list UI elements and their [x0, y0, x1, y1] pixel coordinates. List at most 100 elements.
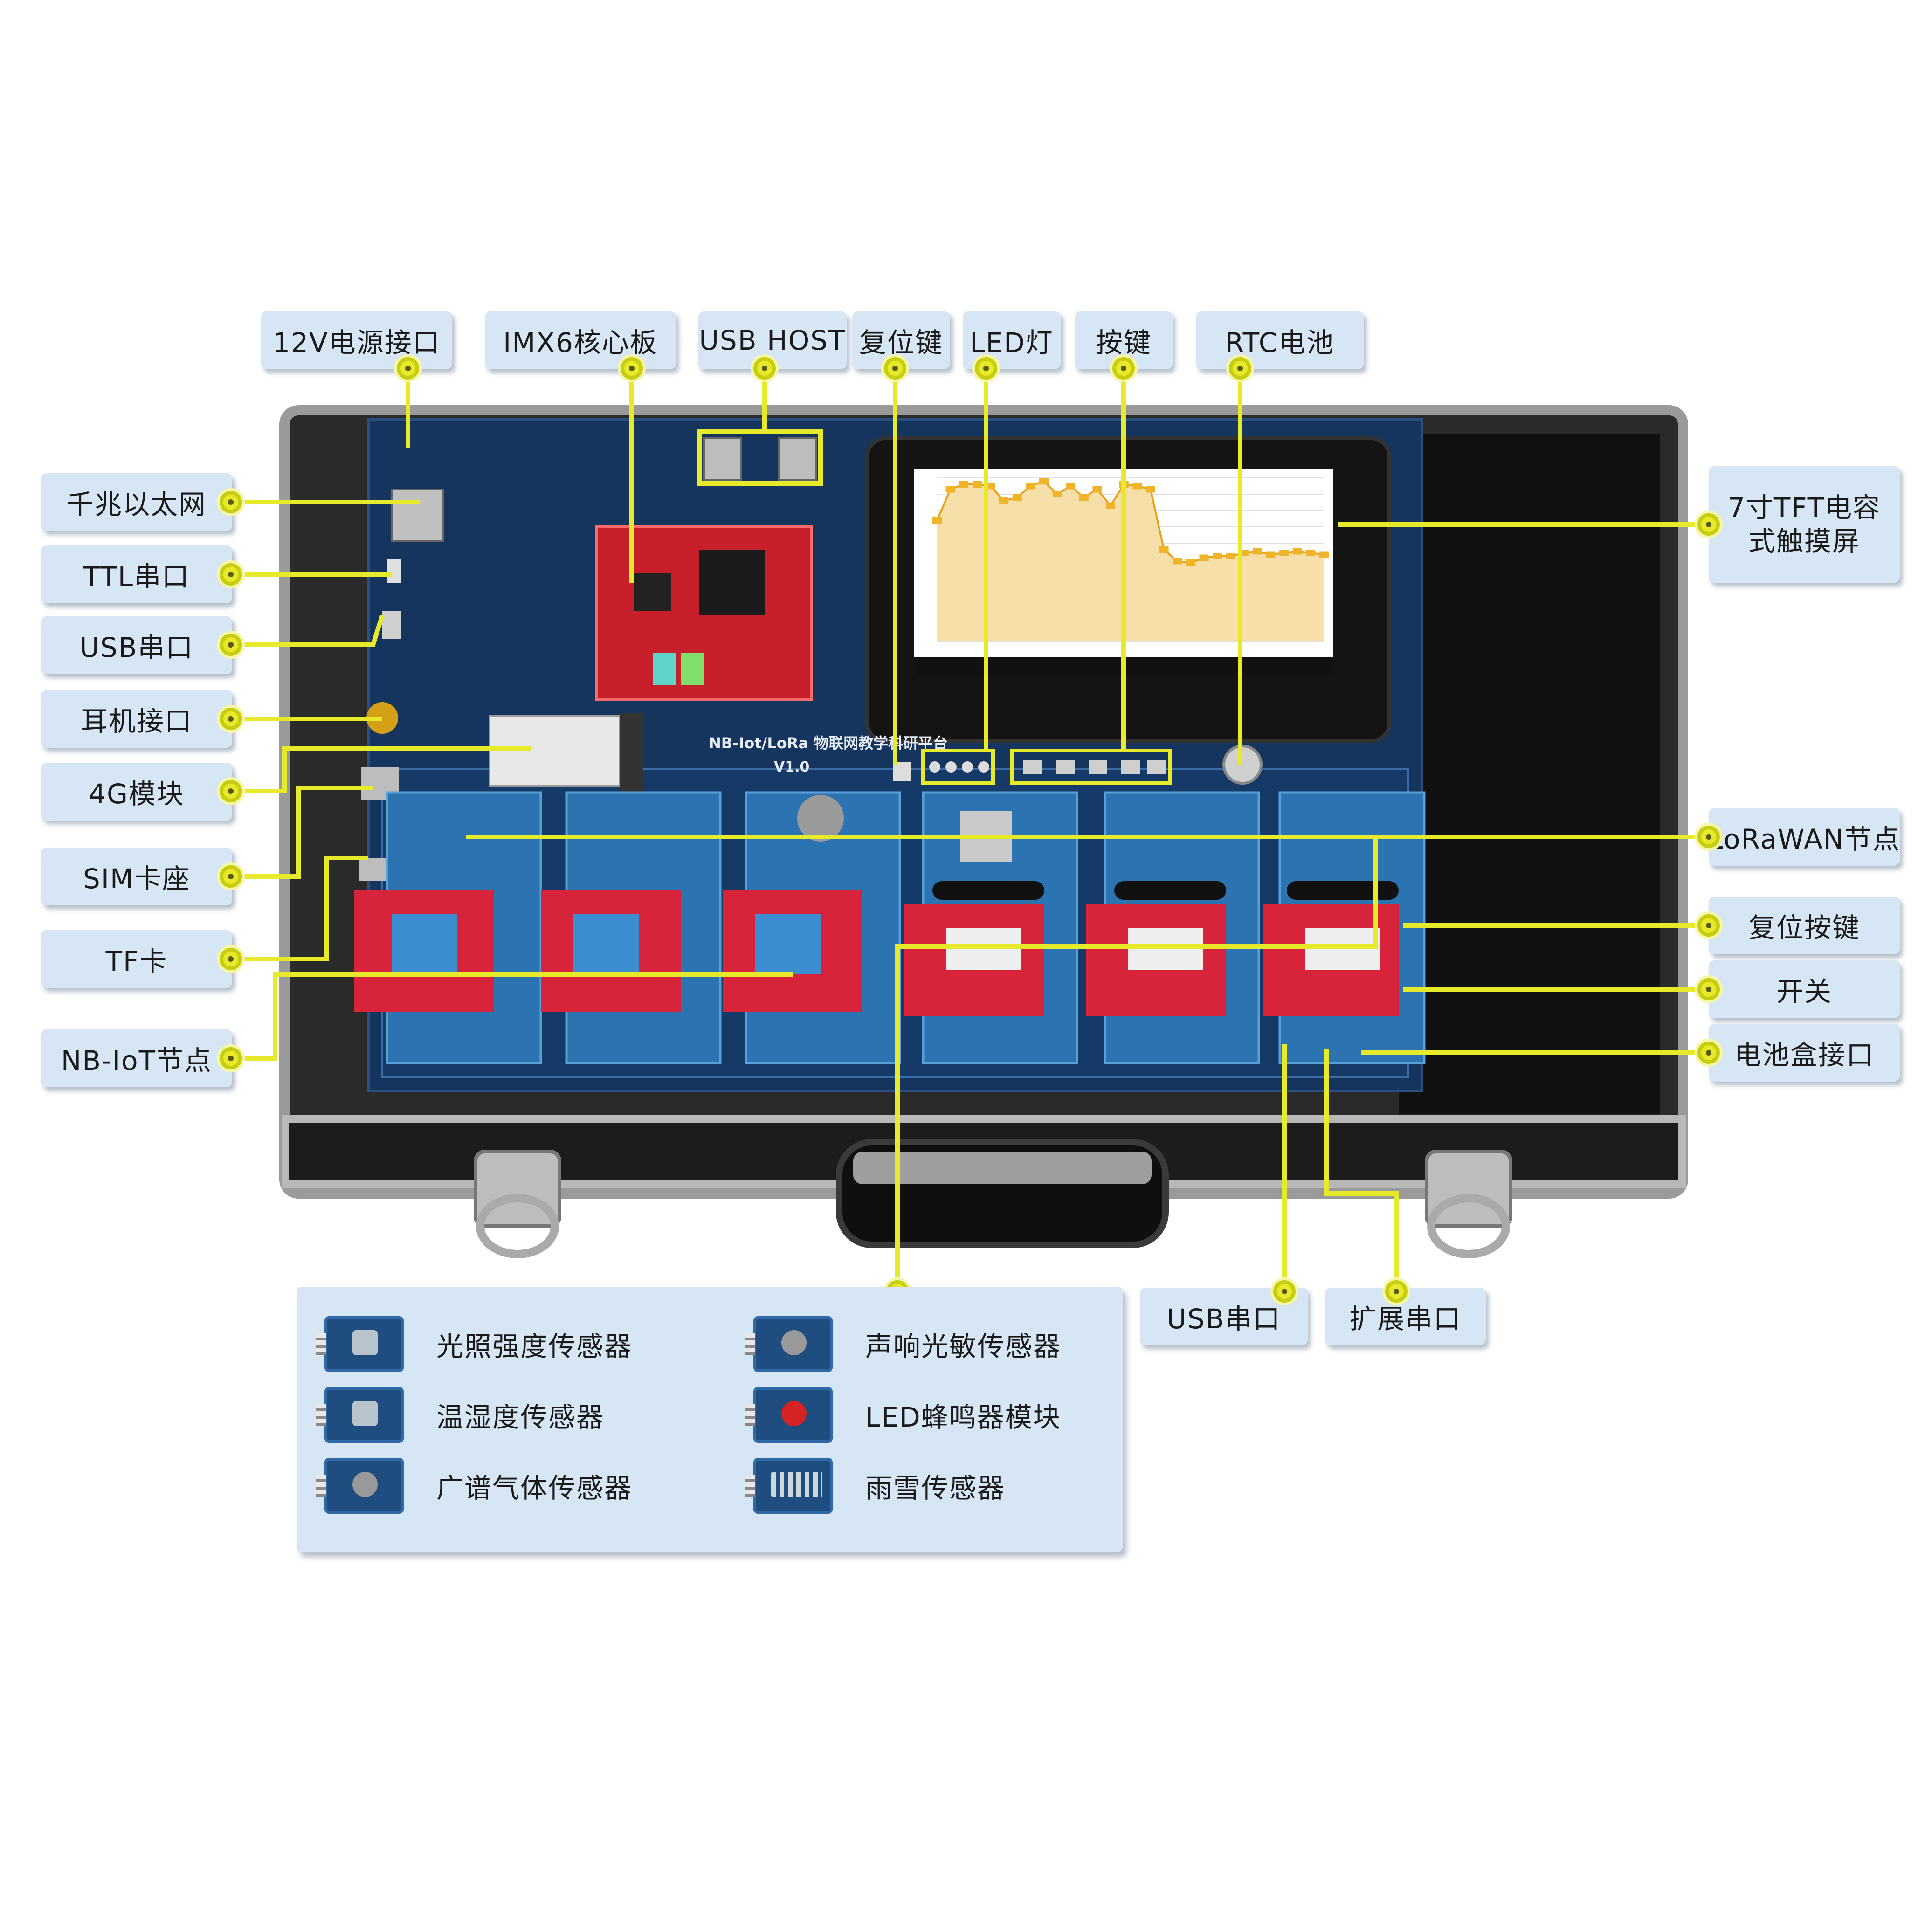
sensor-item: 温湿度传感器 [316, 1385, 605, 1445]
screen-chart-point [1039, 478, 1049, 484]
callout-imx6-core: IMX6核心板 [485, 311, 676, 369]
screen-chart-point [1092, 486, 1102, 493]
callout-dot [1273, 1280, 1296, 1303]
screen-chart-point [1199, 554, 1209, 561]
callout-tf-card: TF卡 [41, 930, 232, 988]
sensor-name: 声响光敏传感器 [865, 1331, 1062, 1362]
temp-humidity-sensor-icon [316, 1387, 404, 1443]
screen-chart-point [999, 497, 1009, 504]
callout-reset-button: 复位按键 [1709, 897, 1900, 954]
sensor-item: 雨雪传感器 [745, 1456, 1006, 1516]
sound-light-sensor-icon [745, 1316, 833, 1372]
screen-chart-point [1306, 550, 1316, 556]
sensor-item: 声响光敏传感器 [745, 1314, 1062, 1374]
callout-headphone: 耳机接口 [41, 690, 232, 748]
sensor-item: 光照强度传感器 [316, 1314, 633, 1374]
screen-chart [932, 477, 1329, 642]
screen-chart-point [1026, 483, 1035, 490]
callout-dot [220, 780, 242, 802]
callout-switch: 开关 [1709, 960, 1900, 1018]
screen-chart-point [1213, 553, 1222, 559]
callout-dot [1697, 914, 1720, 937]
callout-dot [220, 634, 242, 656]
callout-usb-host: USB HOST [698, 311, 847, 369]
callout-sim-slot: SIM卡座 [41, 848, 232, 905]
screen-chart-point [1079, 494, 1089, 501]
callout-rtc-battery: RTC电池 [1196, 311, 1364, 369]
callout-dot [220, 948, 242, 970]
screen-chart-point [1279, 550, 1289, 556]
leader-lines [231, 368, 1709, 1291]
sensor-name: 雨雪传感器 [865, 1472, 1006, 1504]
screen-chart-point [1226, 553, 1235, 559]
callout-dot [1385, 1280, 1408, 1303]
gas-sensor-icon [316, 1458, 404, 1514]
case-latch-left [474, 1150, 561, 1258]
callout-expansion-serial: 扩展串口 [1325, 1288, 1486, 1346]
screen-chart-point [1266, 551, 1276, 558]
sensor-name: LED蜂鸣器模块 [865, 1401, 1061, 1433]
sensor-name: 广谱气体传感器 [436, 1472, 633, 1504]
sensor-item: 广谱气体传感器 [316, 1456, 633, 1516]
sensor-item: LED蜂鸣器模块 [745, 1385, 1061, 1445]
rain-snow-sensor-icon [745, 1458, 833, 1514]
callout-dot [1229, 357, 1251, 380]
screen-chart-point [1292, 548, 1302, 555]
callout-gigabit-ethernet: 千兆以太网 [41, 473, 232, 531]
case-inner-right [1399, 434, 1660, 1114]
callout-nb-iot-node: NB-IoT节点 [41, 1029, 232, 1087]
callout-dot [1697, 1042, 1720, 1064]
callout-dot [397, 357, 419, 380]
screen-chart-point [1186, 559, 1195, 566]
sensor-name: 光照强度传感器 [436, 1331, 633, 1362]
callout-dot [220, 1047, 242, 1070]
callout-dot [884, 357, 906, 380]
callout-dot [220, 563, 242, 586]
callout-dot [1697, 978, 1720, 1000]
sensor-name: 温湿度传感器 [436, 1401, 605, 1433]
callout-reset-key: 复位键 [852, 311, 950, 369]
board-title: NB-Iot/LoRa 物联网教学科研平台 [709, 734, 948, 752]
screen-chart-point [1012, 494, 1022, 501]
screen-chart-point [1106, 502, 1116, 509]
callout-dot [753, 357, 776, 380]
screen-chart-point [1066, 483, 1076, 490]
callout-dot [621, 357, 643, 380]
callout-dot [1697, 513, 1720, 536]
callout-usb-serial-left: USB串口 [41, 616, 232, 674]
usb-host-highlight [697, 429, 823, 486]
led-row [921, 749, 995, 785]
screen-chart-point [1173, 558, 1182, 565]
screen-chart-point [1159, 546, 1169, 553]
sensor-legend-panel: 光照强度传感器 声响光敏传感器 温湿度传感器 LED蜂鸣器模块 广谱气体传感器 … [297, 1287, 1123, 1552]
screen-chart-point [932, 517, 942, 524]
callout-dot [975, 357, 997, 380]
key-row [1010, 749, 1172, 785]
screen-chart-point [1319, 551, 1329, 558]
screen-chart-point [1252, 548, 1262, 555]
screen-chart-point [959, 481, 969, 488]
nb-iot-nodes [354, 791, 901, 1064]
screen-chart-point [1132, 483, 1142, 490]
callout-tft-touchscreen: 7寸TFT电容式触摸屏 [1709, 466, 1900, 583]
board-version: V1.0 [774, 759, 809, 775]
case-handle-grip [853, 1152, 1152, 1184]
led-buzzer-module-icon [745, 1387, 833, 1443]
lorawan-nodes [904, 791, 1426, 1064]
callout-dot [220, 865, 242, 888]
callout-4g-module: 4G模块 [41, 763, 232, 821]
screen-chart-point [1145, 486, 1155, 493]
screen-chart-point [1052, 491, 1062, 497]
callout-dot [1112, 357, 1135, 380]
screen-chart-point [972, 481, 982, 488]
callout-ttl-serial: TTL串口 [41, 545, 232, 603]
callout-12v-power: 12V电源接口 [261, 311, 452, 369]
callout-lorawan-node: LoRaWAN节点 [1708, 808, 1900, 866]
screen-chart-area [937, 481, 1324, 641]
callout-dot [220, 708, 242, 730]
callout-keys: 按键 [1075, 311, 1173, 369]
callout-dot [220, 491, 242, 513]
callout-dot [1697, 826, 1720, 848]
